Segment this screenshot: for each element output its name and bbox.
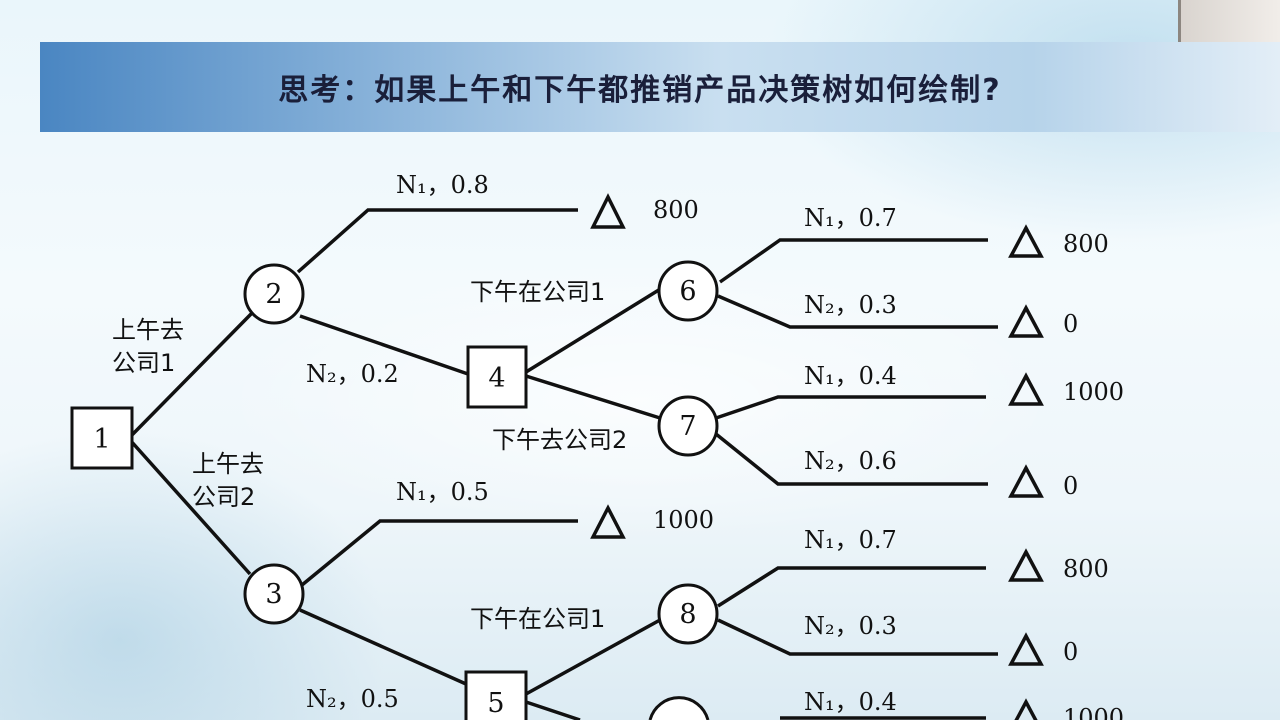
branch-label: 公司1 [112, 349, 175, 377]
probability-label: N₂，0.2 [306, 360, 399, 388]
chance-node-9-partial [648, 696, 710, 720]
node-7-label: 7 [679, 411, 696, 442]
probability-label: N₁，0.7 [804, 526, 897, 554]
payoff-value: 1000 [1063, 378, 1124, 406]
edge-4-7 [525, 374, 661, 420]
title-banner: 思考：如果上午和下午都推销产品决策树如何绘制? [40, 42, 1280, 132]
edge-2-N1 [296, 208, 578, 274]
probability-label: N₁，0.4 [804, 688, 897, 716]
edge-2-4 [299, 314, 469, 376]
edge-5-9 [525, 700, 581, 720]
edge-8-N1 [717, 566, 986, 608]
probability-label: N₁，0.4 [804, 362, 897, 390]
chance-node-3 [243, 563, 305, 625]
edge-3-5 [299, 608, 467, 686]
edge-6-N1 [718, 238, 988, 284]
decision-node-4 [466, 345, 528, 409]
probability-label: N₁，0.5 [396, 478, 489, 506]
chance-node-2 [243, 263, 305, 325]
probability-label: N₂，0.3 [804, 291, 897, 319]
terminal-triangle [1008, 304, 1044, 338]
chance-node-8 [657, 583, 719, 645]
edge-8-N2 [717, 618, 998, 656]
node-5-label: 5 [487, 688, 504, 719]
terminal-triangle [1008, 224, 1044, 258]
payoff-value: 1000 [653, 506, 714, 534]
branch-label: 公司2 [192, 483, 255, 511]
probability-label: N₂，0.5 [306, 685, 399, 713]
payoff-value: 800 [653, 196, 699, 224]
node-6-label: 6 [679, 276, 696, 307]
terminal-triangle [1008, 632, 1044, 666]
node-1-label: 1 [93, 424, 110, 455]
slide-title: 思考：如果上午和下午都推销产品决策树如何绘制? [278, 73, 1002, 108]
payoff-value: 0 [1063, 310, 1078, 338]
edge-4-6 [525, 286, 663, 374]
terminal-triangle [590, 504, 626, 539]
probability-label: N₁，0.7 [804, 204, 897, 232]
chance-node-7 [657, 395, 719, 457]
node-3-label: 3 [265, 579, 282, 610]
payoff-value: 800 [1063, 555, 1109, 583]
edge-5-8 [525, 618, 661, 696]
edge-7-N1 [715, 395, 986, 420]
branch-label: 下午在公司1 [470, 278, 605, 306]
payoff-value: 1000 [1063, 704, 1124, 720]
payoff-value: 0 [1063, 638, 1078, 666]
branch-label: 下午在公司1 [470, 605, 605, 633]
terminal-triangle [1014, 698, 1038, 720]
edge-1-2 [128, 311, 254, 439]
node-8-label: 8 [679, 599, 696, 630]
node-4-label: 4 [488, 363, 505, 394]
branch-label: 上午去 [112, 316, 184, 344]
decision-node-5 [464, 670, 528, 720]
branch-label: 上午去 [192, 450, 264, 478]
probability-label: N₂，0.6 [804, 447, 897, 475]
edge-1-3 [128, 438, 252, 576]
node-2-label: 2 [265, 279, 282, 310]
probability-label: N₁，0.8 [396, 171, 489, 199]
decision-node-1 [70, 406, 134, 470]
terminal-triangle [1008, 548, 1044, 582]
chance-node-6 [657, 260, 719, 322]
branch-label: 下午去公司2 [492, 426, 627, 454]
terminal-triangle [590, 193, 626, 229]
edge-6-N2 [717, 294, 998, 329]
probability-label: N₂，0.3 [804, 612, 897, 640]
terminal-triangle [1008, 372, 1044, 406]
edge-3-N1 [300, 519, 578, 587]
terminal-triangle [1008, 464, 1044, 498]
payoff-value: 0 [1063, 472, 1078, 500]
payoff-value: 800 [1063, 230, 1109, 258]
edge-7-N2 [714, 432, 988, 486]
